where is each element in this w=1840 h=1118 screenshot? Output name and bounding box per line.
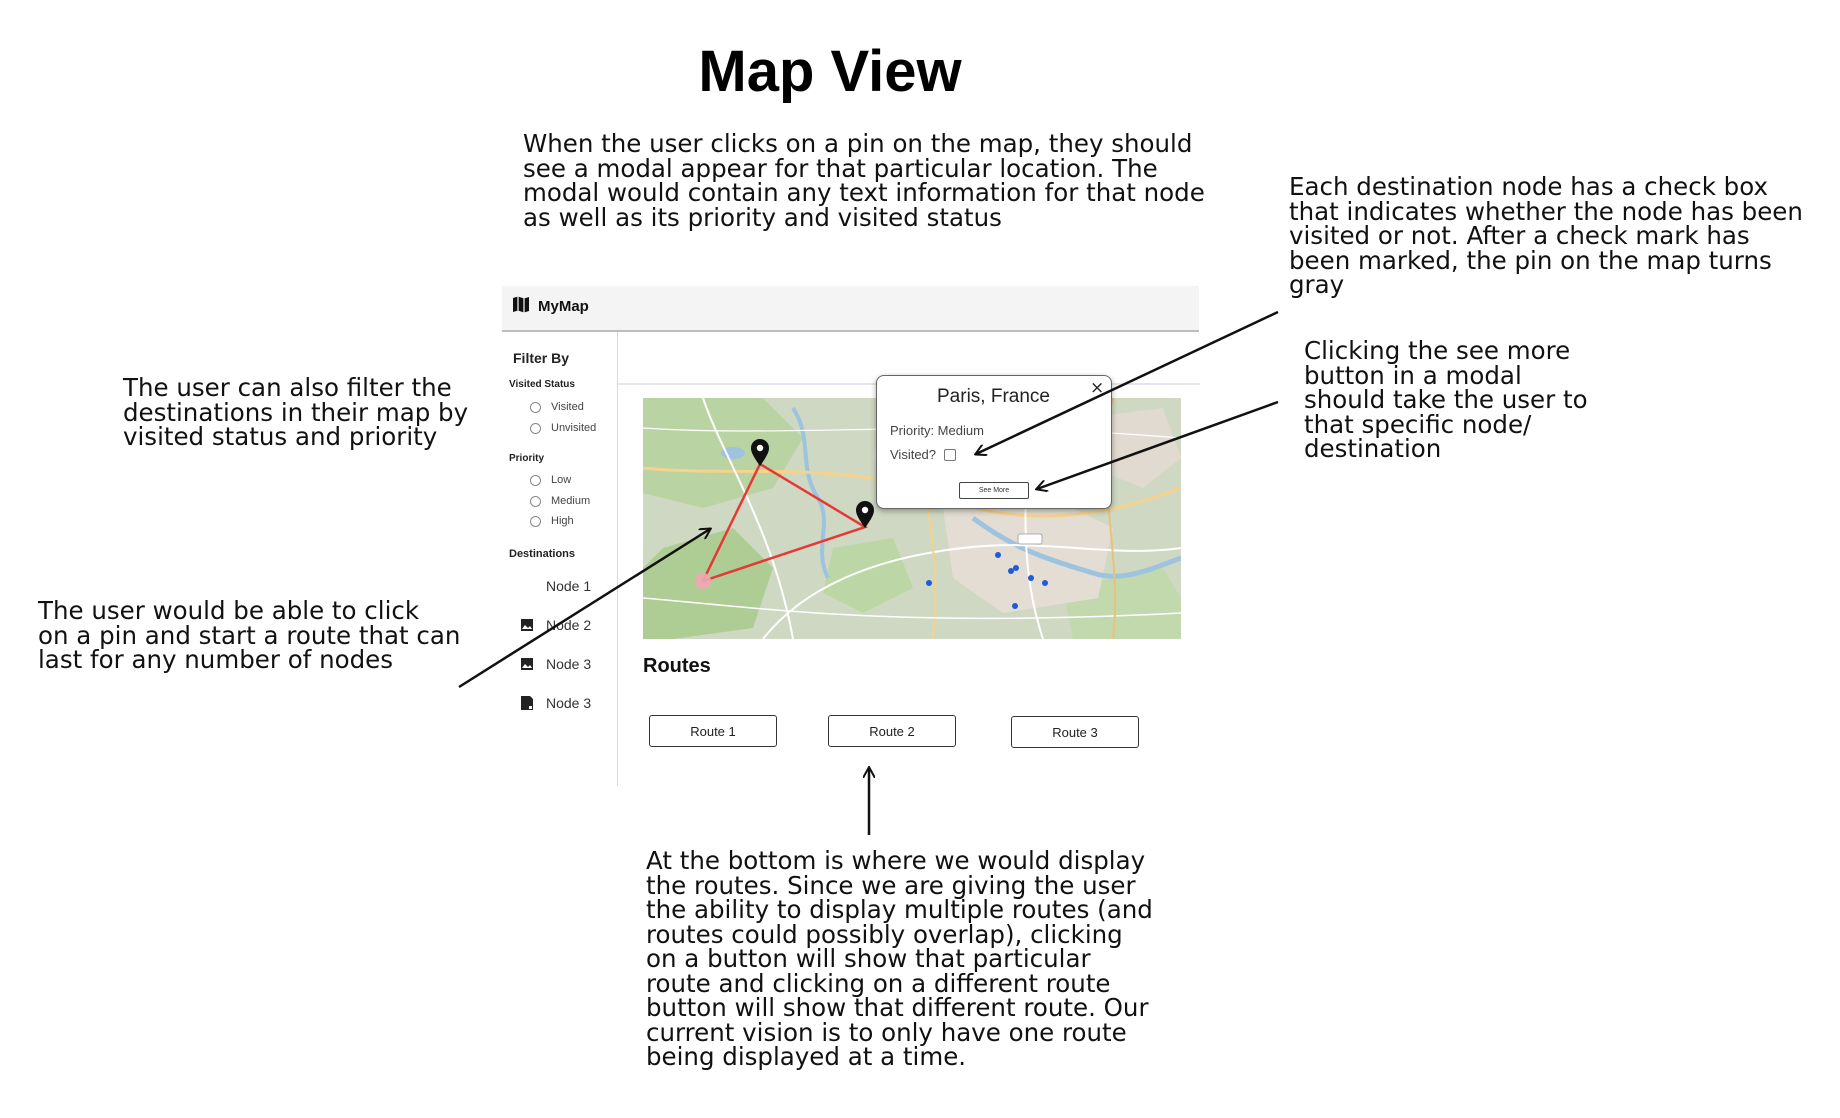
destination-node-3[interactable]: Node 3 xyxy=(520,656,591,672)
app-brand[interactable]: MyMap xyxy=(512,296,589,317)
high-radio[interactable] xyxy=(530,515,541,527)
visited-radio-label: Visited xyxy=(551,401,584,413)
modal-visited-row: Visited? xyxy=(890,447,957,462)
visited-status-heading: Visited Status xyxy=(509,379,575,390)
node-label: Node 2 xyxy=(546,617,592,633)
route-1-button[interactable]: Route 1 xyxy=(649,715,777,747)
modal-title: Paris, France xyxy=(937,386,1050,407)
page-title: Map View xyxy=(698,39,962,104)
brand-label: MyMap xyxy=(538,298,589,315)
close-icon[interactable]: × xyxy=(1090,378,1105,398)
filter-by-heading: Filter By xyxy=(513,350,570,366)
route-2-button[interactable]: Route 2 xyxy=(828,715,956,747)
note-route-start: The user would be able to click on a pin… xyxy=(38,596,461,674)
node-label: Node 3 xyxy=(546,656,592,672)
destination-node-2[interactable]: Node 2 xyxy=(520,617,591,633)
note-routes-display: At the bottom is where we would display … xyxy=(646,846,1153,1071)
destinations-heading: Destinations xyxy=(509,548,576,560)
unvisited-radio[interactable] xyxy=(530,422,541,434)
map-icon xyxy=(512,296,530,317)
high-radio-label: High xyxy=(551,515,574,527)
low-radio-label: Low xyxy=(551,474,572,486)
destination-node-1[interactable]: Node 1 xyxy=(520,578,591,594)
medium-radio[interactable] xyxy=(530,495,541,507)
node-label: Node 3 xyxy=(546,695,592,711)
filter-high-option[interactable]: High xyxy=(530,515,574,527)
filter-visited-option[interactable]: Visited xyxy=(530,401,584,413)
filter-unvisited-option[interactable]: Unvisited xyxy=(530,422,596,434)
low-radio[interactable] xyxy=(530,474,541,486)
app-header xyxy=(502,286,1199,332)
note-see-more: Clicking the see more button in a modal … xyxy=(1304,336,1588,463)
route-3-button[interactable]: Route 3 xyxy=(1011,716,1139,748)
document-icon xyxy=(520,695,534,711)
modal-visited-label: Visited? xyxy=(890,447,937,462)
note-filter: The user can also filter the destination… xyxy=(123,373,469,451)
visited-radio[interactable] xyxy=(530,401,541,413)
unvisited-radio-label: Unvisited xyxy=(551,422,597,434)
location-modal: Paris, France × Priority: Medium Visited… xyxy=(876,375,1112,509)
image-icon xyxy=(520,657,534,671)
destination-node-4[interactable]: Node 3 xyxy=(520,695,591,711)
image-icon xyxy=(520,618,534,632)
filter-low-option[interactable]: Low xyxy=(530,474,571,486)
priority-heading: Priority xyxy=(509,453,545,464)
visited-checkbox[interactable] xyxy=(944,448,957,461)
routes-heading: Routes xyxy=(643,655,711,677)
note-modal-description: When the user clicks on a pin on the map… xyxy=(523,129,1205,232)
sidebar-divider xyxy=(617,332,618,786)
filter-medium-option[interactable]: Medium xyxy=(530,495,590,507)
see-more-button[interactable]: See More xyxy=(959,482,1029,499)
medium-radio-label: Medium xyxy=(551,495,591,507)
note-visited-checkbox: Each destination node has a check box th… xyxy=(1289,172,1803,299)
modal-priority: Priority: Medium xyxy=(890,423,984,438)
node-label: Node 1 xyxy=(546,578,592,594)
